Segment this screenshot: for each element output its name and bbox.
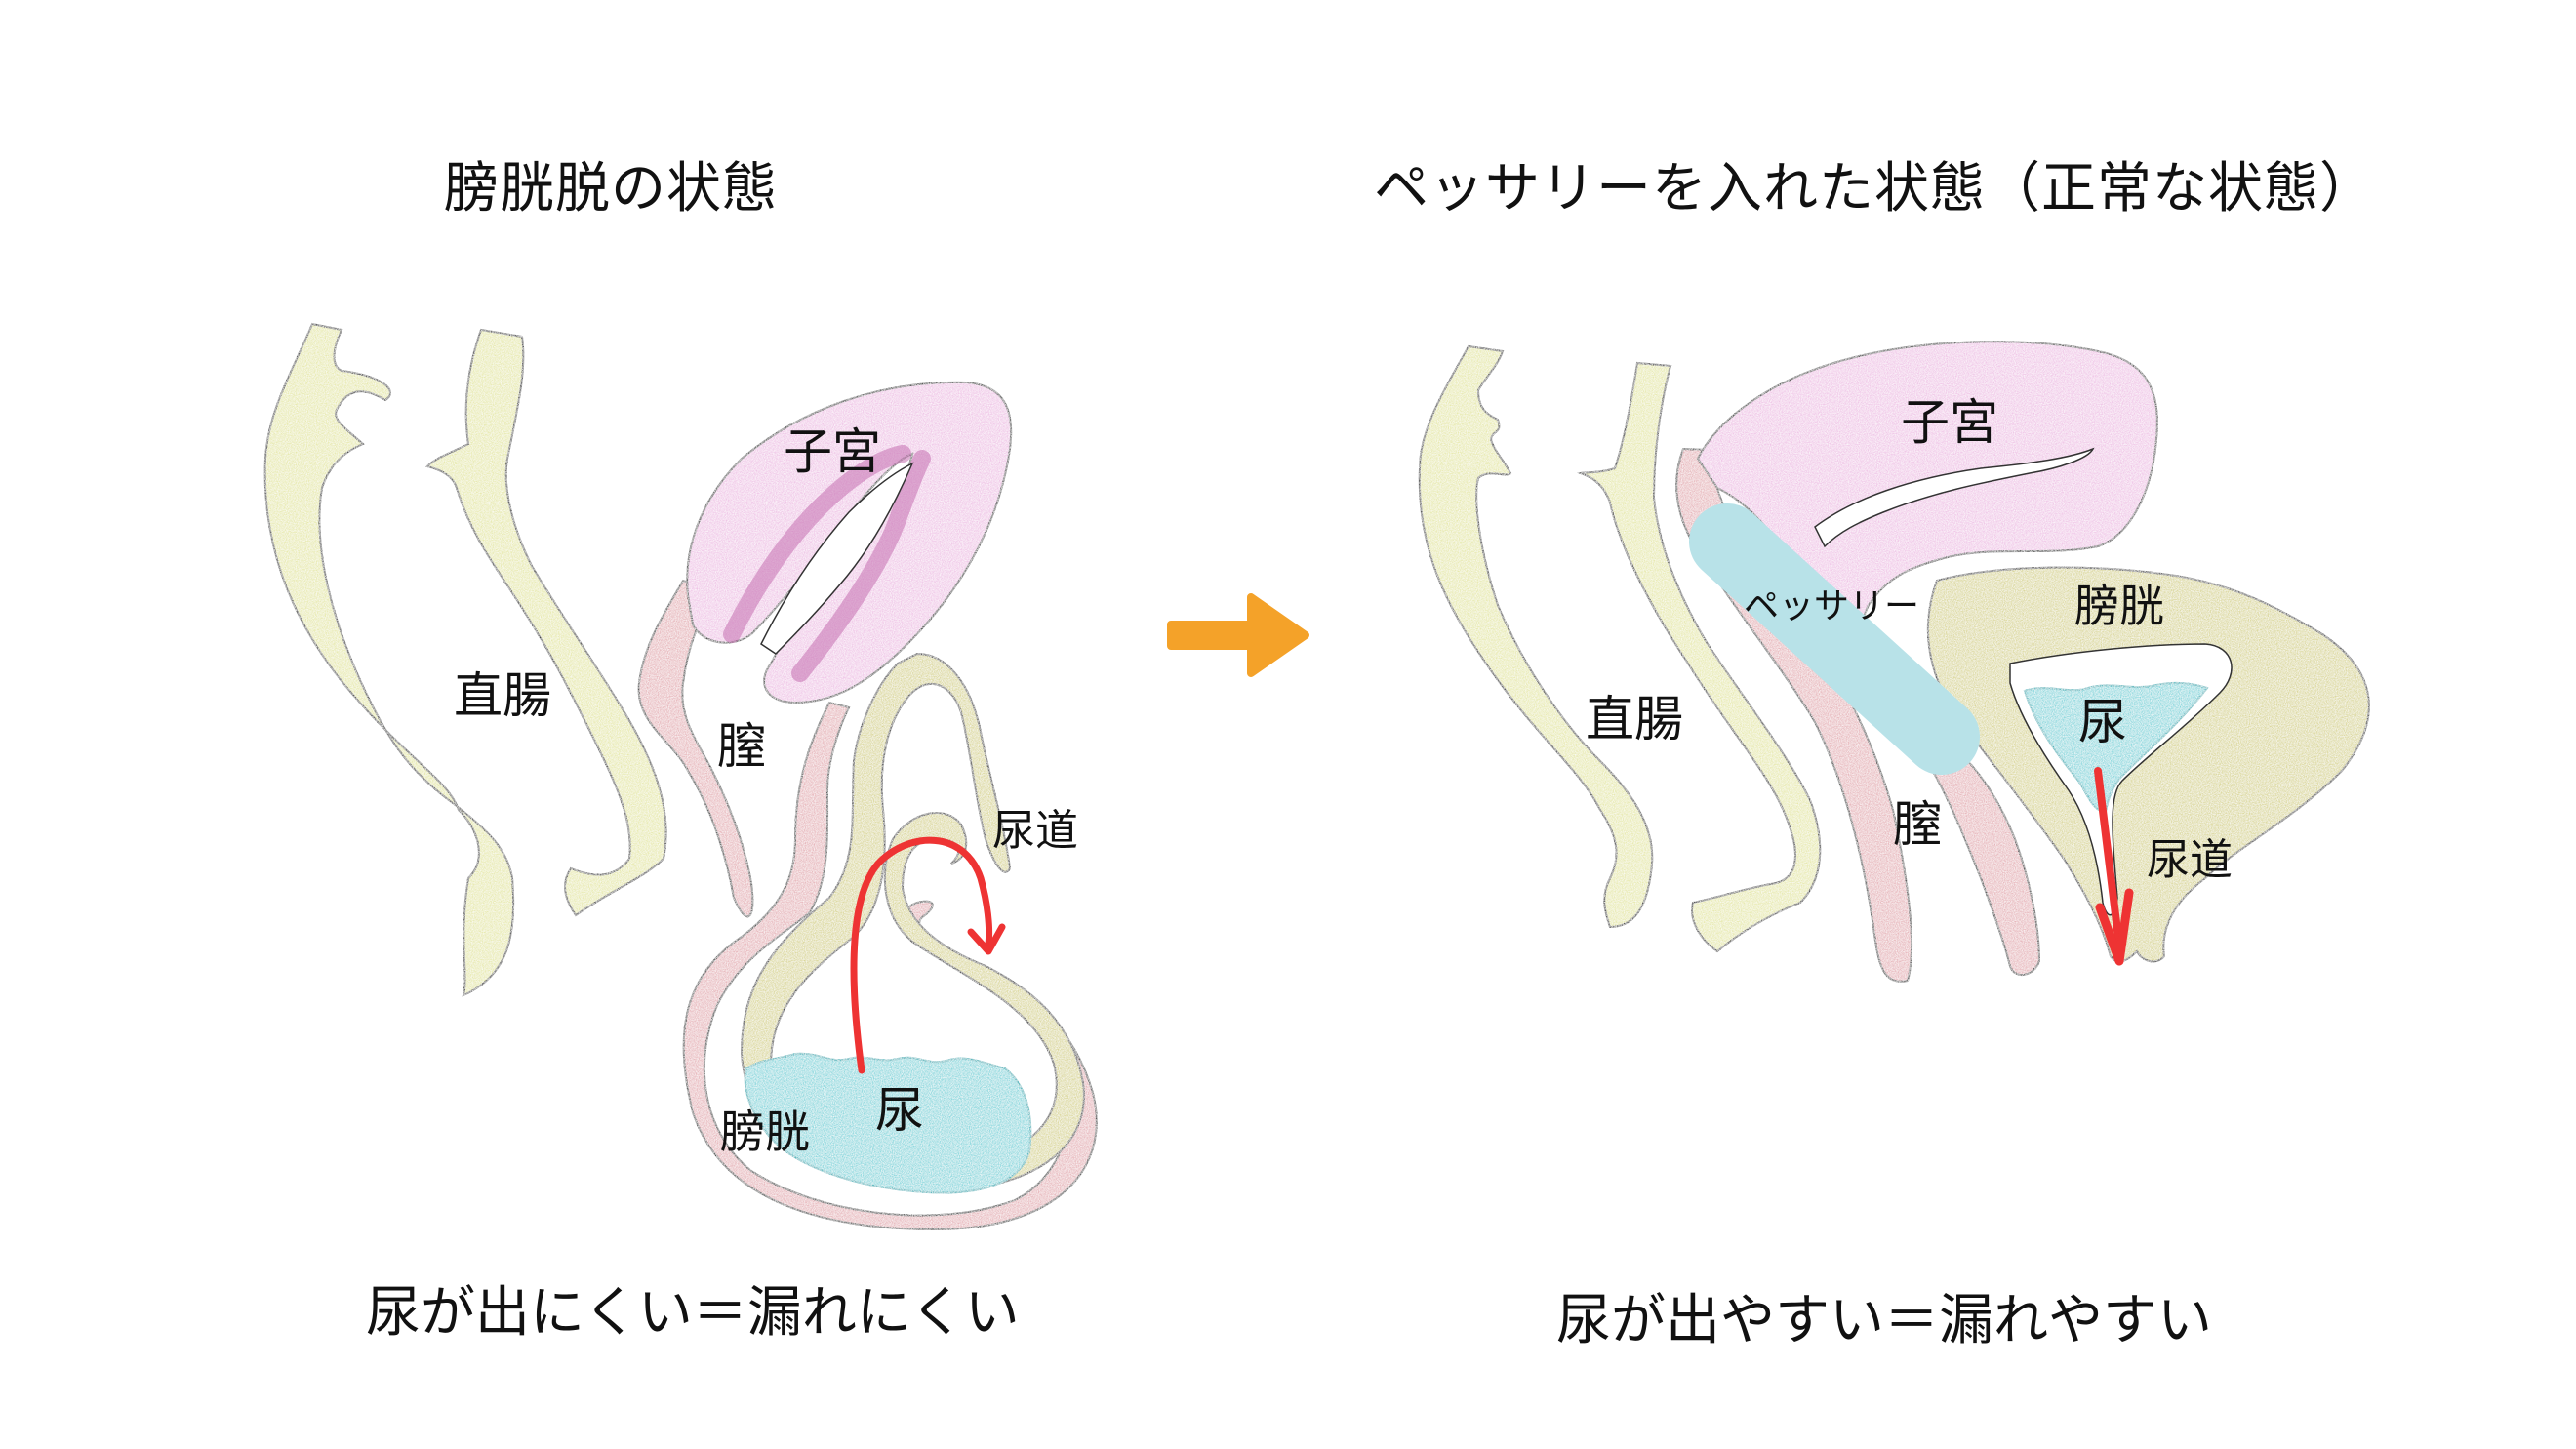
left-panel-caption: 尿が出にくい＝漏れにくい: [366, 1281, 1020, 1345]
right-rectum-wall-back: [1418, 344, 1654, 929]
right-arrowhead: [2095, 888, 2134, 966]
right-label-uterus: 子宮: [1901, 394, 1998, 451]
left-panel-title: 膀胱脱の状態: [444, 157, 778, 221]
right-label-rectum: 直腸: [1586, 691, 1683, 747]
right-diagram: [1418, 341, 2370, 983]
left-arrowhead: [967, 923, 1006, 955]
right-vagina-wall-front: [1915, 745, 2041, 976]
left-label-bladder: 膀胱: [720, 1106, 810, 1158]
right-urine: [2023, 681, 2209, 814]
left-label-rectum: 直腸: [454, 667, 551, 724]
left-uterus-shade: [723, 445, 931, 682]
left-diagram: [263, 322, 1098, 1231]
left-label-urethra: 尿道: [992, 806, 1078, 856]
right-label-vagina: 膣: [1893, 796, 1942, 853]
left-label-vagina: 膣: [717, 718, 766, 775]
right-uterus-cavity: [1814, 447, 2095, 548]
left-vagina-wall: [637, 579, 754, 918]
left-uterus-cavity: [760, 462, 914, 655]
right-panel-title: ペッサリーを入れた状態（正常な状態）: [1374, 157, 2375, 221]
pessary-device: [1689, 503, 1980, 775]
right-label-pessary: ペッサリー: [1744, 586, 1920, 626]
left-label-urine: 尿: [875, 1082, 924, 1139]
right-panel-caption: 尿が出やすい＝漏れやすい: [1556, 1289, 2212, 1352]
right-label-bladder: 膀胱: [2074, 580, 2164, 632]
right-rectum-wall-front: [1577, 361, 1822, 953]
left-rectum-wall-front: [425, 328, 667, 917]
left-urine-flow-arrow: [850, 836, 993, 1074]
right-label-urethra: 尿道: [2147, 835, 2233, 885]
right-label-urine: 尿: [2078, 694, 2127, 750]
right-urine-flow-arrow: [2094, 767, 2123, 950]
arrow-right-icon: [1167, 593, 1309, 677]
left-vagina-sac: [682, 701, 1098, 1231]
left-urine: [744, 1052, 1032, 1194]
left-label-uterus: 子宮: [784, 423, 881, 480]
left-rectum-wall-back: [263, 322, 515, 997]
